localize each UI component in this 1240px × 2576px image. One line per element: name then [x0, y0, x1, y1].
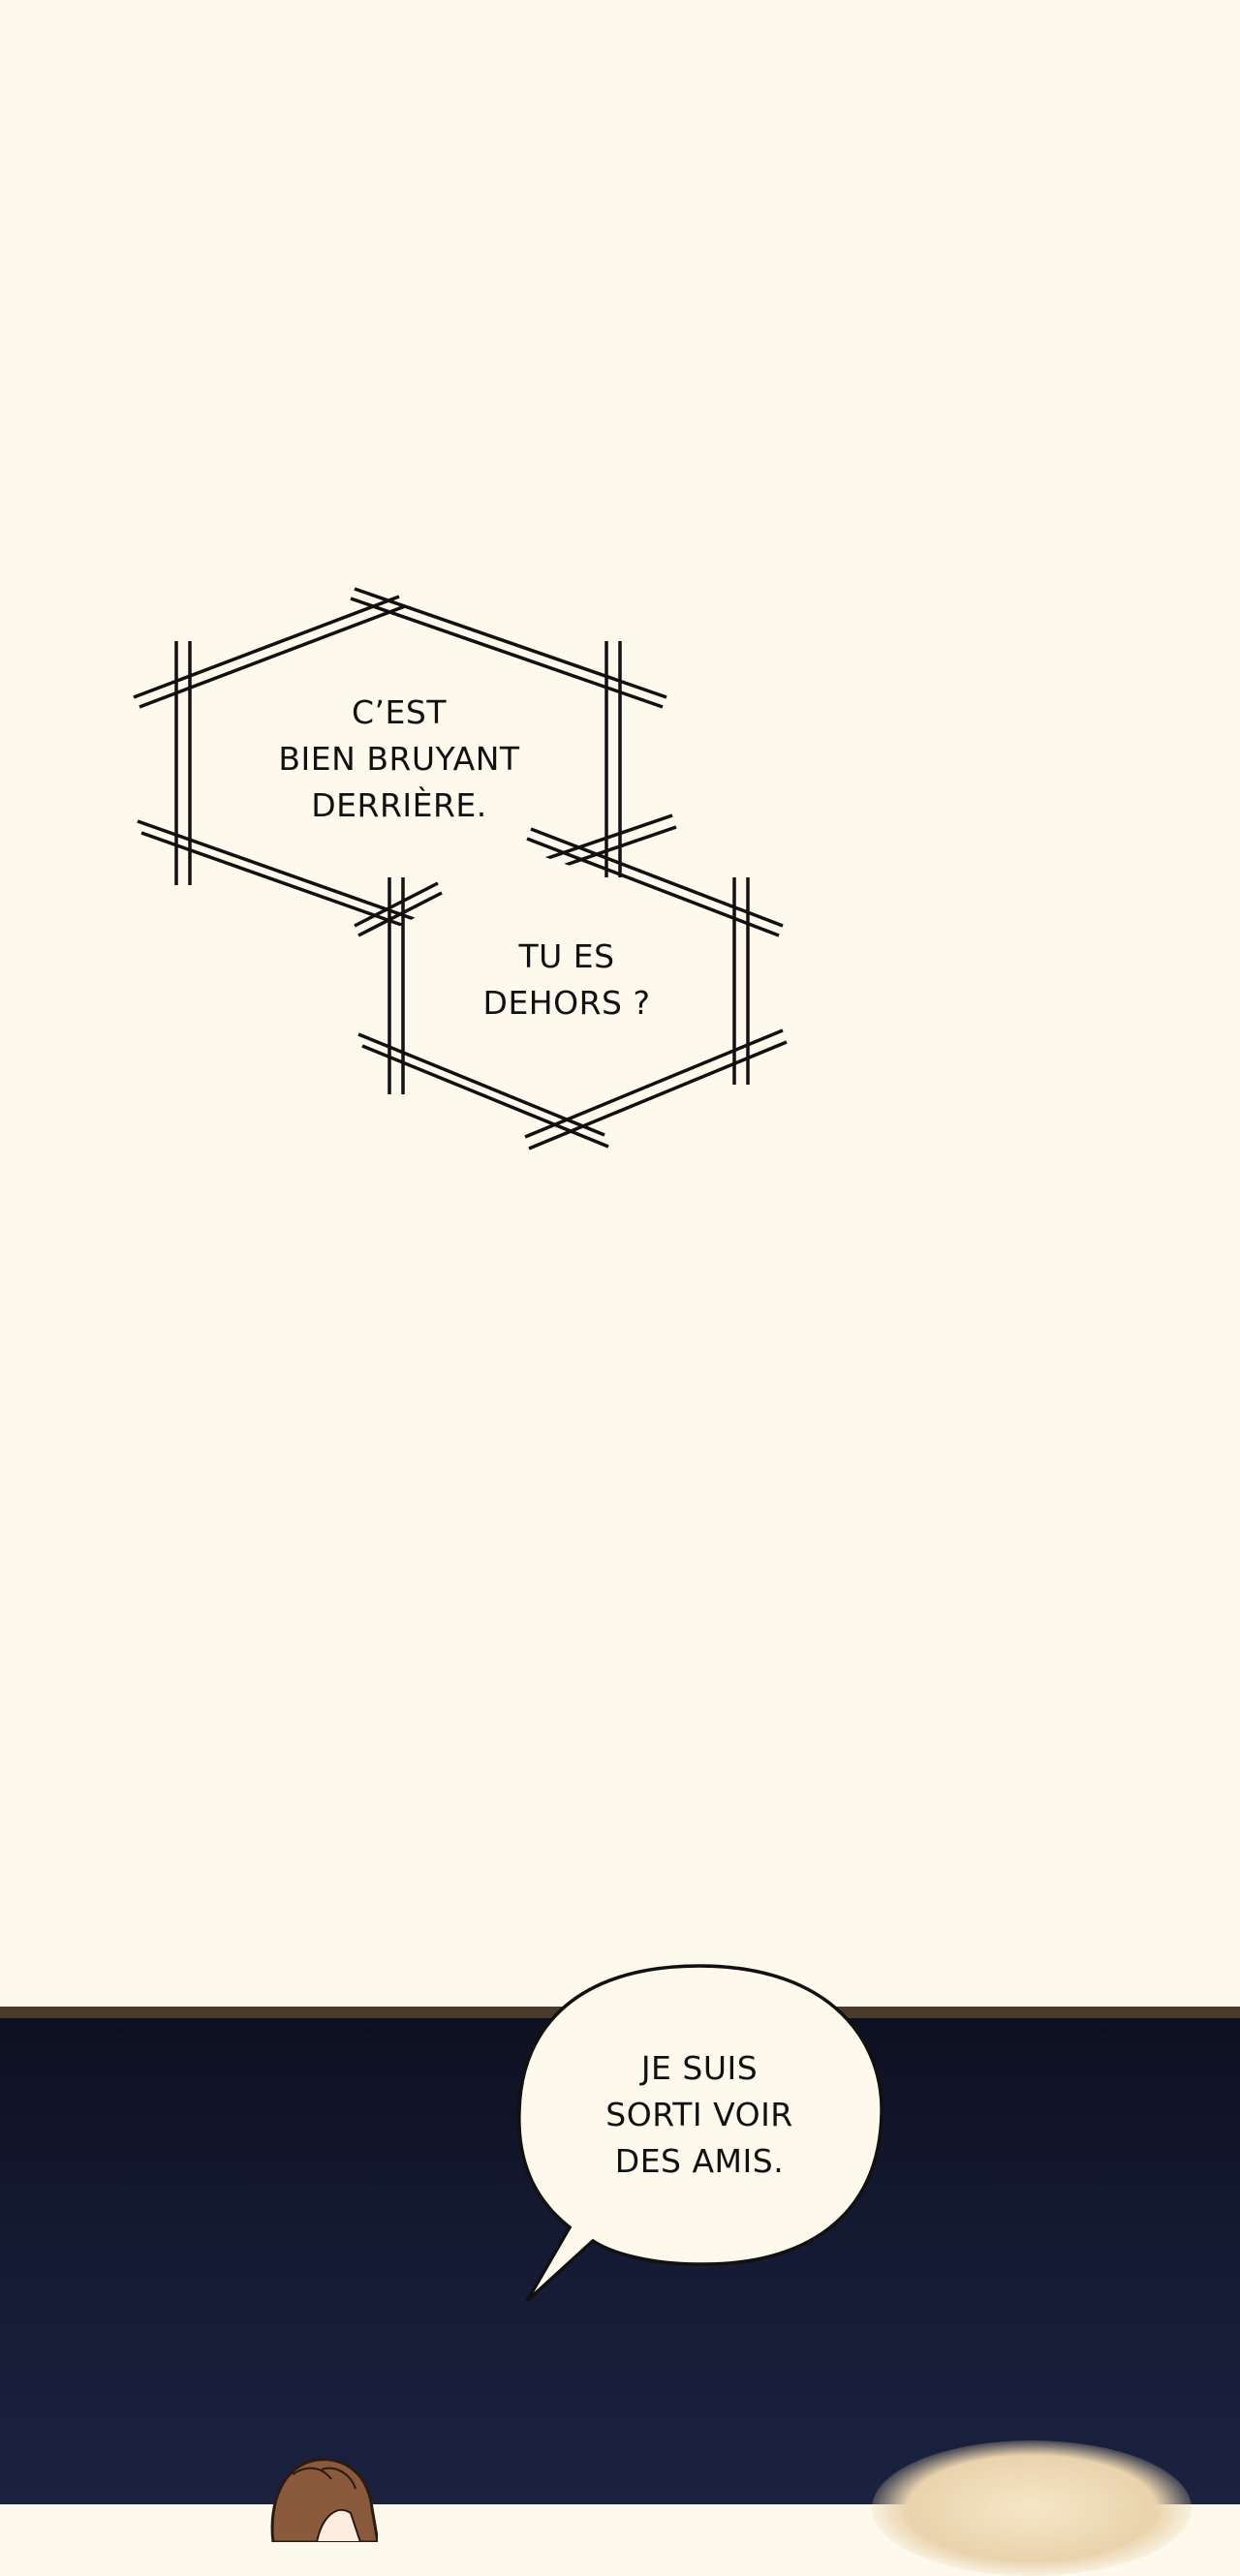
hexagon-bubble-2	[354, 827, 788, 1150]
bubble-3-text: JE SUIS SORTI VOIR DES AMIS.	[605, 2049, 793, 2180]
hexagon-bubble-1	[133, 587, 677, 945]
round-speech-bubble	[517, 1964, 884, 2303]
speech-frames	[133, 587, 884, 2303]
bubble-1-text: C’EST BIEN BRUYANT DERRIÈRE.	[278, 693, 520, 824]
bubble-2-text: TU ES DEHORS ?	[482, 937, 651, 1022]
